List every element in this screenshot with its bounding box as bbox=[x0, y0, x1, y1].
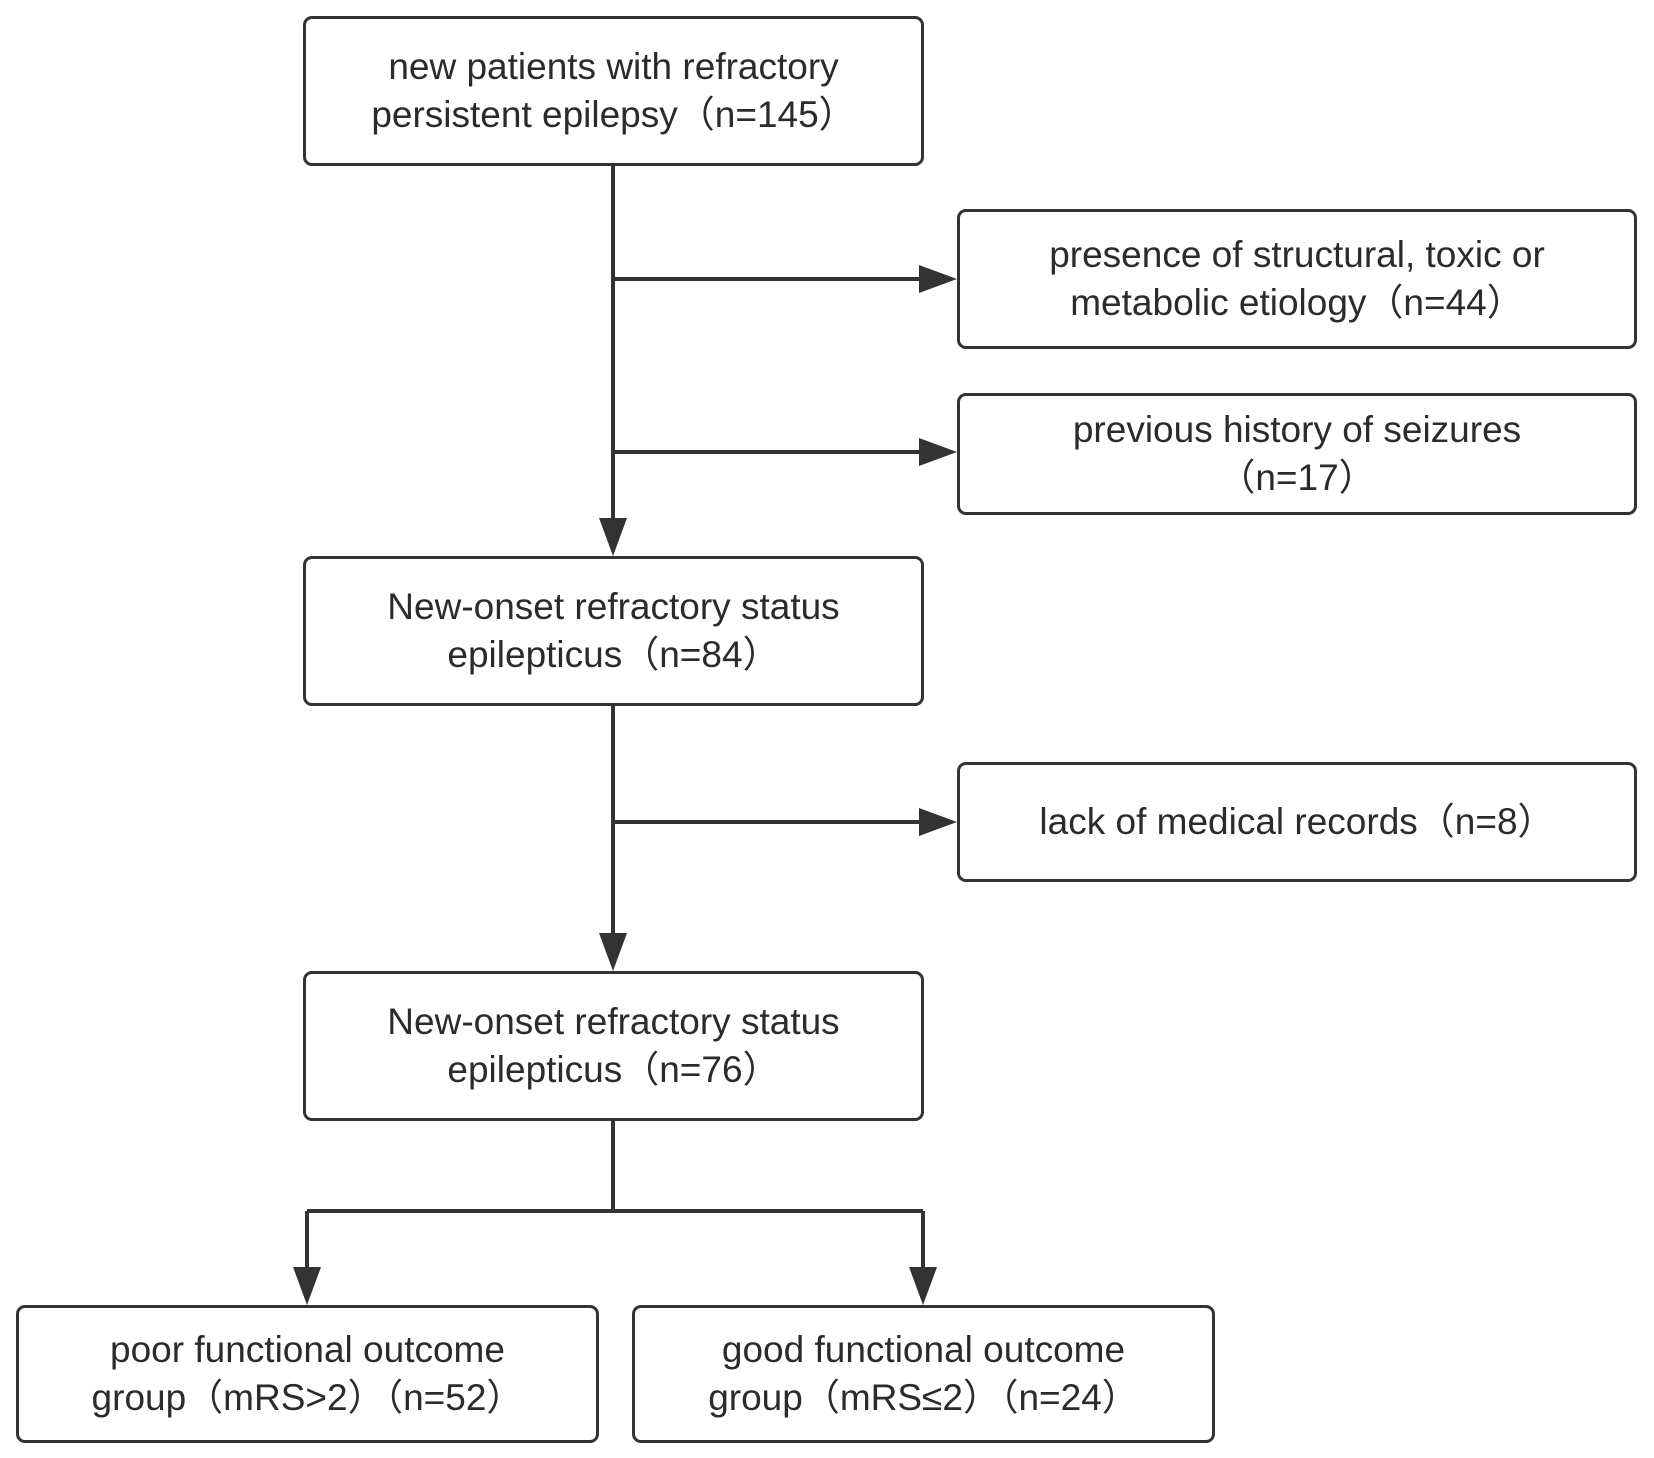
arrowhead-norse-84 bbox=[599, 518, 627, 556]
exclusion-etiology-line1: presence of structural, toxic or bbox=[1049, 234, 1545, 275]
poor-outcome-box: poor functional outcome group（mRS>2）（n=5… bbox=[16, 1305, 599, 1443]
norse-84-line2: epilepticus（n=84） bbox=[447, 634, 780, 675]
good-outcome-box: good functional outcome group（mRS≤2）（n=2… bbox=[632, 1305, 1215, 1443]
exclusion-box-history: previous history of seizures （n=17） bbox=[957, 393, 1637, 515]
exclusion-box-records: lack of medical records（n=8） bbox=[957, 762, 1637, 882]
arrowhead-norse-76 bbox=[599, 933, 627, 971]
arrowhead-history bbox=[919, 438, 957, 466]
arrowhead-etiology bbox=[919, 265, 957, 293]
start-box-line2: persistent epilepsy（n=145） bbox=[371, 94, 856, 135]
exclusion-history-line1: previous history of seizures bbox=[1072, 409, 1522, 450]
norse-76-box: New-onset refractory status epilepticus（… bbox=[303, 971, 924, 1121]
norse-76-line1: New-onset refractory status bbox=[387, 1001, 840, 1042]
arrowhead-good bbox=[909, 1267, 937, 1305]
arrowhead-records bbox=[919, 808, 957, 836]
good-outcome-line1: good functional outcome bbox=[721, 1329, 1126, 1370]
start-box-line1: new patients with refractory bbox=[388, 46, 839, 87]
poor-outcome-line1: poor functional outcome bbox=[110, 1329, 505, 1370]
start-box: new patients with refractory persistent … bbox=[303, 16, 924, 166]
good-outcome-line2: group（mRS≤2）（n=24） bbox=[708, 1377, 1139, 1418]
exclusion-history-line2: （n=17） bbox=[1218, 457, 1376, 498]
norse-76-line2: epilepticus（n=76） bbox=[447, 1049, 780, 1090]
norse-84-box: New-onset refractory status epilepticus（… bbox=[303, 556, 924, 706]
exclusion-records-line1: lack of medical records（n=8） bbox=[1039, 801, 1555, 842]
exclusion-etiology-line2: metabolic etiology（n=44） bbox=[1070, 282, 1524, 323]
arrowhead-poor bbox=[293, 1267, 321, 1305]
exclusion-box-etiology: presence of structural, toxic or metabol… bbox=[957, 209, 1637, 349]
norse-84-line1: New-onset refractory status bbox=[387, 586, 840, 627]
poor-outcome-line2: group（mRS>2）（n=52） bbox=[91, 1377, 524, 1418]
